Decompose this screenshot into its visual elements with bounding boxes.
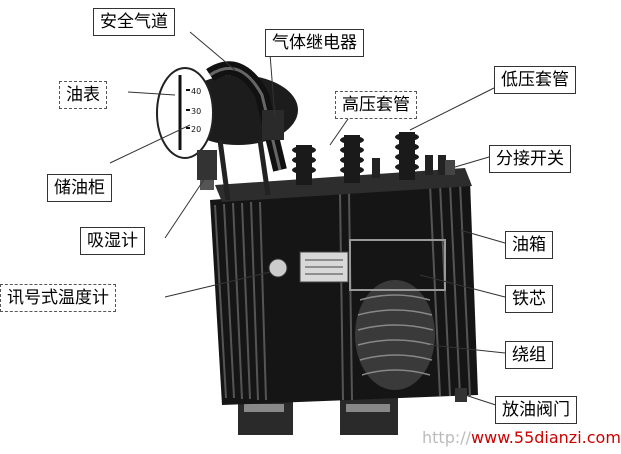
gauge-tick-20: 20	[191, 125, 201, 134]
label-conservator: 储油柜	[47, 174, 112, 202]
lv-bushings	[372, 155, 446, 178]
watermark-prefix: http://	[422, 428, 472, 447]
label-breather: 吸湿计	[80, 227, 145, 255]
label-oil-valve: 放油阀门	[495, 396, 577, 424]
transformer-diagram: 40 30 20	[109, 31, 506, 435]
label-tap-changer: 分接开关	[489, 145, 571, 173]
label-safety-airway: 安全气道	[93, 8, 175, 36]
radiator-fins	[214, 182, 471, 401]
label-oil-tank: 油箱	[505, 231, 553, 259]
oil-drain-valve	[455, 388, 467, 402]
leader-lines	[109, 31, 506, 409]
oil-gauge-window	[156, 67, 214, 159]
watermark-site: www.55dianzi.com	[471, 428, 621, 447]
hv-bushings	[292, 132, 419, 185]
label-iron-core: 铁芯	[505, 285, 553, 313]
label-gas-relay: 气体继电器	[265, 29, 364, 57]
gauge-tick-40: 40	[191, 87, 201, 96]
label-winding: 绕组	[505, 341, 553, 369]
breather-body	[197, 150, 217, 180]
watermark-url: http://www.55dianzi.com	[422, 428, 621, 447]
label-lv-bushing: 低压套管	[494, 66, 576, 94]
oil-tank-body	[210, 180, 478, 405]
winding-coil	[355, 280, 435, 390]
gas-relay-body	[262, 110, 284, 140]
label-hv-bushing: 高压套管	[335, 91, 417, 119]
transformer-illustration: 40 30 20	[156, 61, 478, 435]
label-thermometer: 讯号式温度计	[0, 284, 116, 312]
tap-changer	[445, 160, 455, 175]
thermometer-dial	[268, 258, 288, 278]
iron-core-frame	[349, 239, 446, 291]
label-oil-gauge: 油表	[59, 81, 107, 109]
gauge-tick-30: 30	[191, 107, 201, 116]
